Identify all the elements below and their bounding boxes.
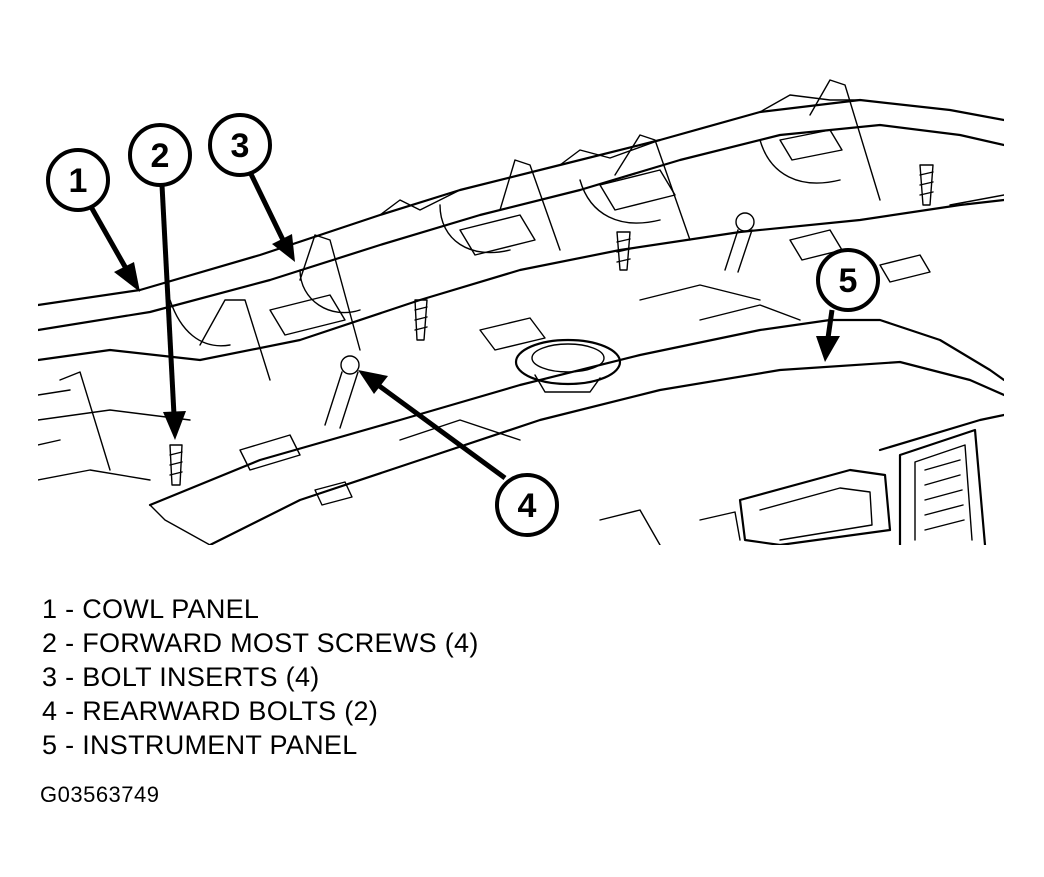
callout-4: 4 xyxy=(495,473,559,537)
legend-item: 5 - INSTRUMENT PANEL xyxy=(42,730,358,760)
callout-2: 2 xyxy=(128,123,192,187)
cowl-instrument-panel-illustration: 1 2 3 4 5 xyxy=(38,79,1004,545)
figure-id: G03563749 xyxy=(40,782,160,807)
legend-item: 3 - BOLT INSERTS (4) xyxy=(42,662,320,692)
legend: 1 - COWL PANEL 2 - FORWARD MOST SCREWS (… xyxy=(42,592,479,762)
legend-item: 2 - FORWARD MOST SCREWS (4) xyxy=(42,628,479,658)
callout-3: 3 xyxy=(208,113,272,177)
svg-text:3: 3 xyxy=(231,127,250,165)
legend-item: 1 - COWL PANEL xyxy=(42,594,260,624)
callout-1: 1 xyxy=(46,148,110,212)
svg-text:1: 1 xyxy=(69,162,88,200)
svg-text:2: 2 xyxy=(151,137,170,175)
callout-5: 5 xyxy=(816,248,880,312)
svg-text:5: 5 xyxy=(839,262,858,300)
svg-text:4: 4 xyxy=(518,487,537,525)
leader-lines xyxy=(87,170,840,481)
legend-item: 4 - REARWARD BOLTS (2) xyxy=(42,696,379,726)
